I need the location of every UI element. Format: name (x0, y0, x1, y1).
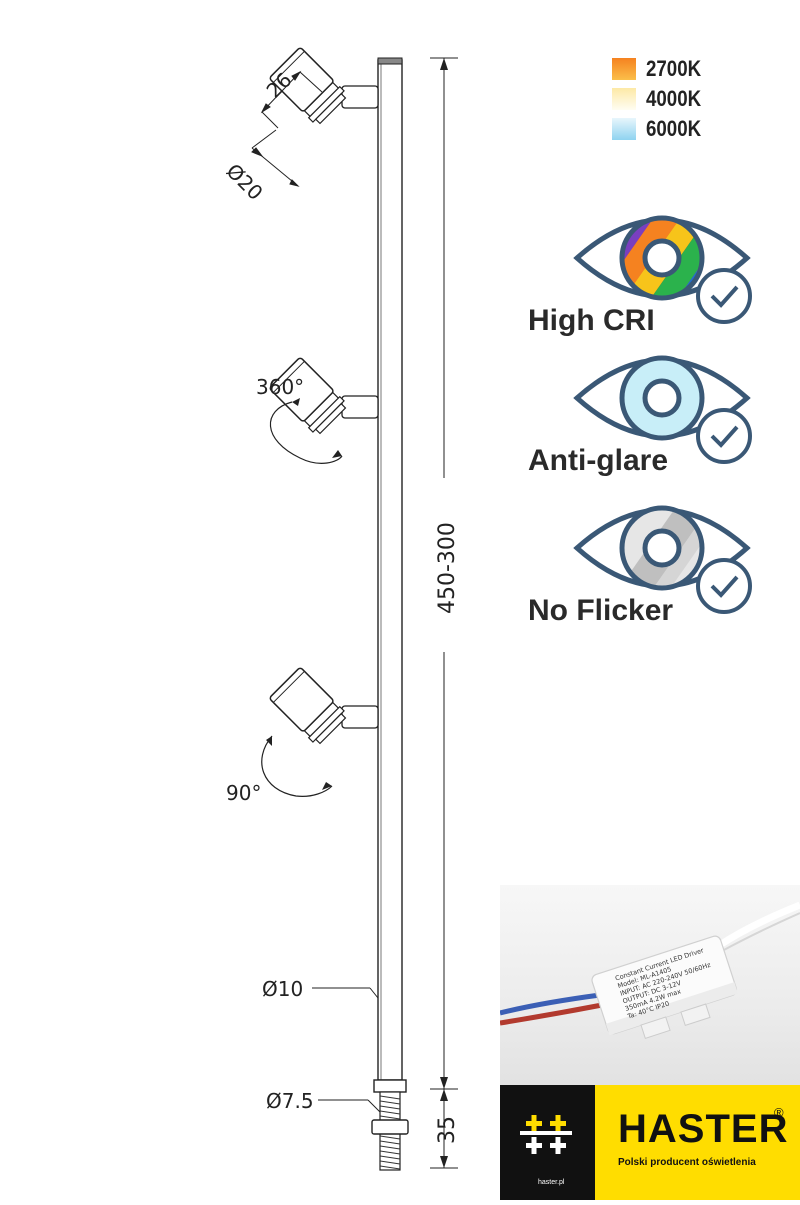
brand-name: HASTER (618, 1107, 789, 1151)
brand-url: haster.pl (538, 1179, 565, 1186)
feature-label-no-flicker: No Flicker (528, 594, 674, 627)
spotlight-middle (269, 357, 379, 435)
anti-glare-eye-icon (573, 355, 752, 464)
rotation-360-arrow (269, 401, 343, 464)
feature-label-anti-glare: Anti-glare (528, 444, 669, 477)
base-collar (373, 1079, 407, 1093)
cct-swatch-2700k (612, 58, 636, 80)
cct-label-6000k: 6000K (646, 116, 702, 141)
rotation-90-arrow (261, 735, 333, 797)
cct-4000k: 4000K (612, 86, 762, 112)
feature-anti-glare: Anti-glare (520, 350, 780, 490)
high-cri-eye-icon (573, 215, 752, 324)
cct-swatch-4000k (612, 88, 636, 110)
cct-2700k: 2700K (612, 56, 762, 82)
feature-label-high-cri: High CRI (528, 304, 655, 337)
feature-high-cri: High CRI (520, 210, 780, 350)
dim-rod-diameter: Ø10 (262, 977, 303, 1001)
feature-no-flicker: No Flicker (520, 500, 780, 640)
cct-label-4000k: 4000K (646, 86, 702, 111)
no-flicker-eye-icon (573, 505, 752, 614)
brand-registered: ® (774, 1105, 784, 1120)
nut (371, 1119, 409, 1135)
brand-banner: haster.pl HASTER ® Polski producent oświ… (500, 1085, 800, 1200)
cct-6000k: 6000K (612, 116, 762, 142)
brand-tagline: Polski producent oświetlenia (618, 1157, 756, 1168)
led-driver-photo: Constant Current LED DriverModel: ML-A14… (500, 885, 800, 1085)
spotlight-bottom (269, 667, 379, 745)
dim-rod-length: 450-300 (435, 522, 460, 614)
rod (377, 59, 403, 1081)
dim-rotation-360: 360° (256, 375, 304, 399)
dimension-spot-diameter (251, 129, 300, 187)
dim-spot-diameter: Ø20 (222, 159, 268, 205)
haster-logo-icon (520, 1115, 572, 1154)
dimension-spot-length (260, 70, 323, 129)
cct-swatch-6000k (612, 118, 636, 140)
dim-rotation-90: 90° (226, 781, 261, 805)
cct-label-2700k: 2700K (646, 56, 702, 81)
spotlight-top (269, 47, 379, 125)
dim-thread-length: 35 (435, 1116, 460, 1144)
dim-thread-diameter: Ø7.5 (266, 1089, 314, 1113)
brand-logo: haster.pl (500, 1085, 595, 1200)
